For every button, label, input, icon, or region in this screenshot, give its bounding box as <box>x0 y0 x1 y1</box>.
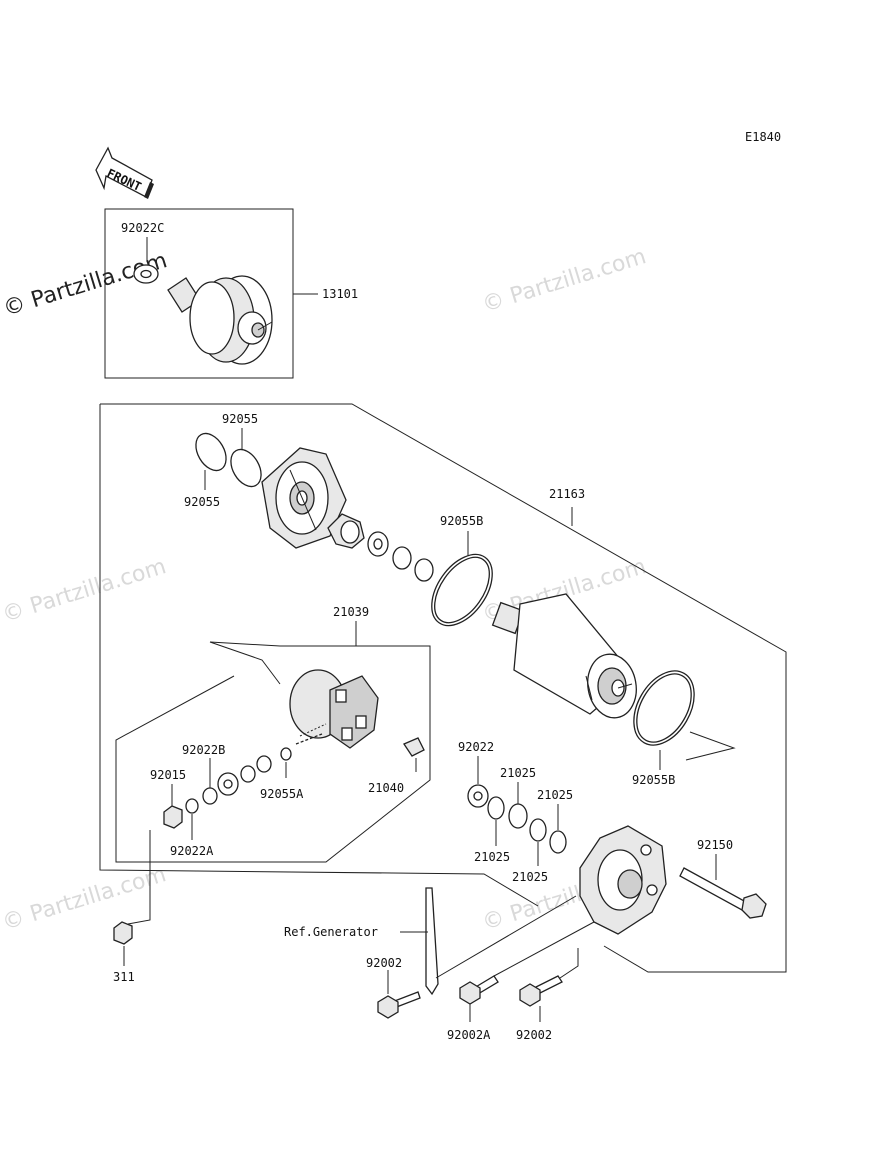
long-bolt-92150: 92150 <box>679 838 767 919</box>
nuts: 92015 311 <box>113 768 186 984</box>
washer-icon <box>202 787 218 805</box>
part-label-21039: 21039 <box>333 605 369 619</box>
part-label-21025: 21025 <box>537 788 573 802</box>
part-label-92150: 92150 <box>697 838 733 852</box>
washer-icon <box>240 765 256 783</box>
part-label-92002: 92002 <box>366 956 402 970</box>
mounting-bolts: 92002 92002A 92002 <box>366 921 595 1042</box>
watermarks: © Partzilla.com © Partzilla.com © Partzi… <box>0 244 649 936</box>
part-label-92055B: 92055B <box>440 514 483 528</box>
o-ring-icon <box>280 747 292 761</box>
watermark-dark: © Partzilla.com <box>0 248 170 322</box>
washer-icon <box>256 755 272 773</box>
seal-and-washers <box>327 513 434 582</box>
ref-generator-label: Ref.Generator <box>284 925 378 939</box>
part-label-92022B: 92022B <box>182 743 225 757</box>
washer-icon <box>414 558 434 582</box>
watermark: © Partzilla.com <box>0 554 169 628</box>
bolt-icon <box>679 867 747 911</box>
part-label-92022C: 92022C <box>121 221 164 235</box>
armature-yoke-icon <box>491 593 637 719</box>
part-label-21025: 21025 <box>474 850 510 864</box>
washer-icon <box>529 818 547 842</box>
o-rings-92055: 92055 92055 <box>184 412 262 509</box>
part-label-92055A: 92055A <box>260 787 304 801</box>
o-ring-icon <box>195 432 227 472</box>
washer-icon <box>549 830 567 854</box>
brush-spring-icon <box>403 737 425 757</box>
starter-motor-assembly-outline: 21163 <box>99 403 787 973</box>
nut-icon <box>163 805 183 829</box>
part-label-92022A: 92022A <box>170 844 214 858</box>
brush-holder-group: 21039 21040 <box>115 605 431 863</box>
nut-icon <box>113 921 133 945</box>
watermark: © Partzilla.com <box>479 244 649 318</box>
front-arrow-icon: FRONT <box>95 146 154 199</box>
washer-icon <box>392 546 412 570</box>
strap-icon <box>425 887 439 996</box>
generator-ref-strap: Ref.Generator <box>284 887 577 996</box>
part-label-92055: 92055 <box>222 412 258 426</box>
rear-end-cover-icon <box>579 825 667 935</box>
part-label-92002A: 92002A <box>447 1028 491 1042</box>
part-label-92002: 92002 <box>516 1028 552 1042</box>
small-washers: 92022B 92022A 92055A <box>170 733 323 858</box>
part-label-21040: 21040 <box>368 781 404 795</box>
washer-icon <box>185 798 199 814</box>
washer-icon <box>508 803 528 829</box>
starter-clutch-group: 92022C 13101 <box>104 208 358 379</box>
watermark: © Partzilla.com <box>0 862 169 936</box>
o-ring-icon <box>230 448 262 488</box>
washer-icon <box>487 796 505 820</box>
front-cover-icon <box>261 447 347 549</box>
part-label-92022: 92022 <box>458 740 494 754</box>
part-label-92055B: 92055B <box>632 773 675 787</box>
diagram-code: E1840 <box>745 130 781 144</box>
o-ring-92055B-bottom: 92055B <box>632 670 736 787</box>
part-label-311: 311 <box>113 970 135 984</box>
part-label-92055: 92055 <box>184 495 220 509</box>
o-ring-92055B-top: 92055B <box>431 514 493 627</box>
end-cover-washers: 92022 21025 21025 21025 21025 <box>458 740 573 884</box>
part-label-13101: 13101 <box>322 287 358 301</box>
part-label-21025: 21025 <box>512 870 548 884</box>
part-label-92015: 92015 <box>150 768 186 782</box>
part-label-21025: 21025 <box>500 766 536 780</box>
part-label-21163: 21163 <box>549 487 585 501</box>
